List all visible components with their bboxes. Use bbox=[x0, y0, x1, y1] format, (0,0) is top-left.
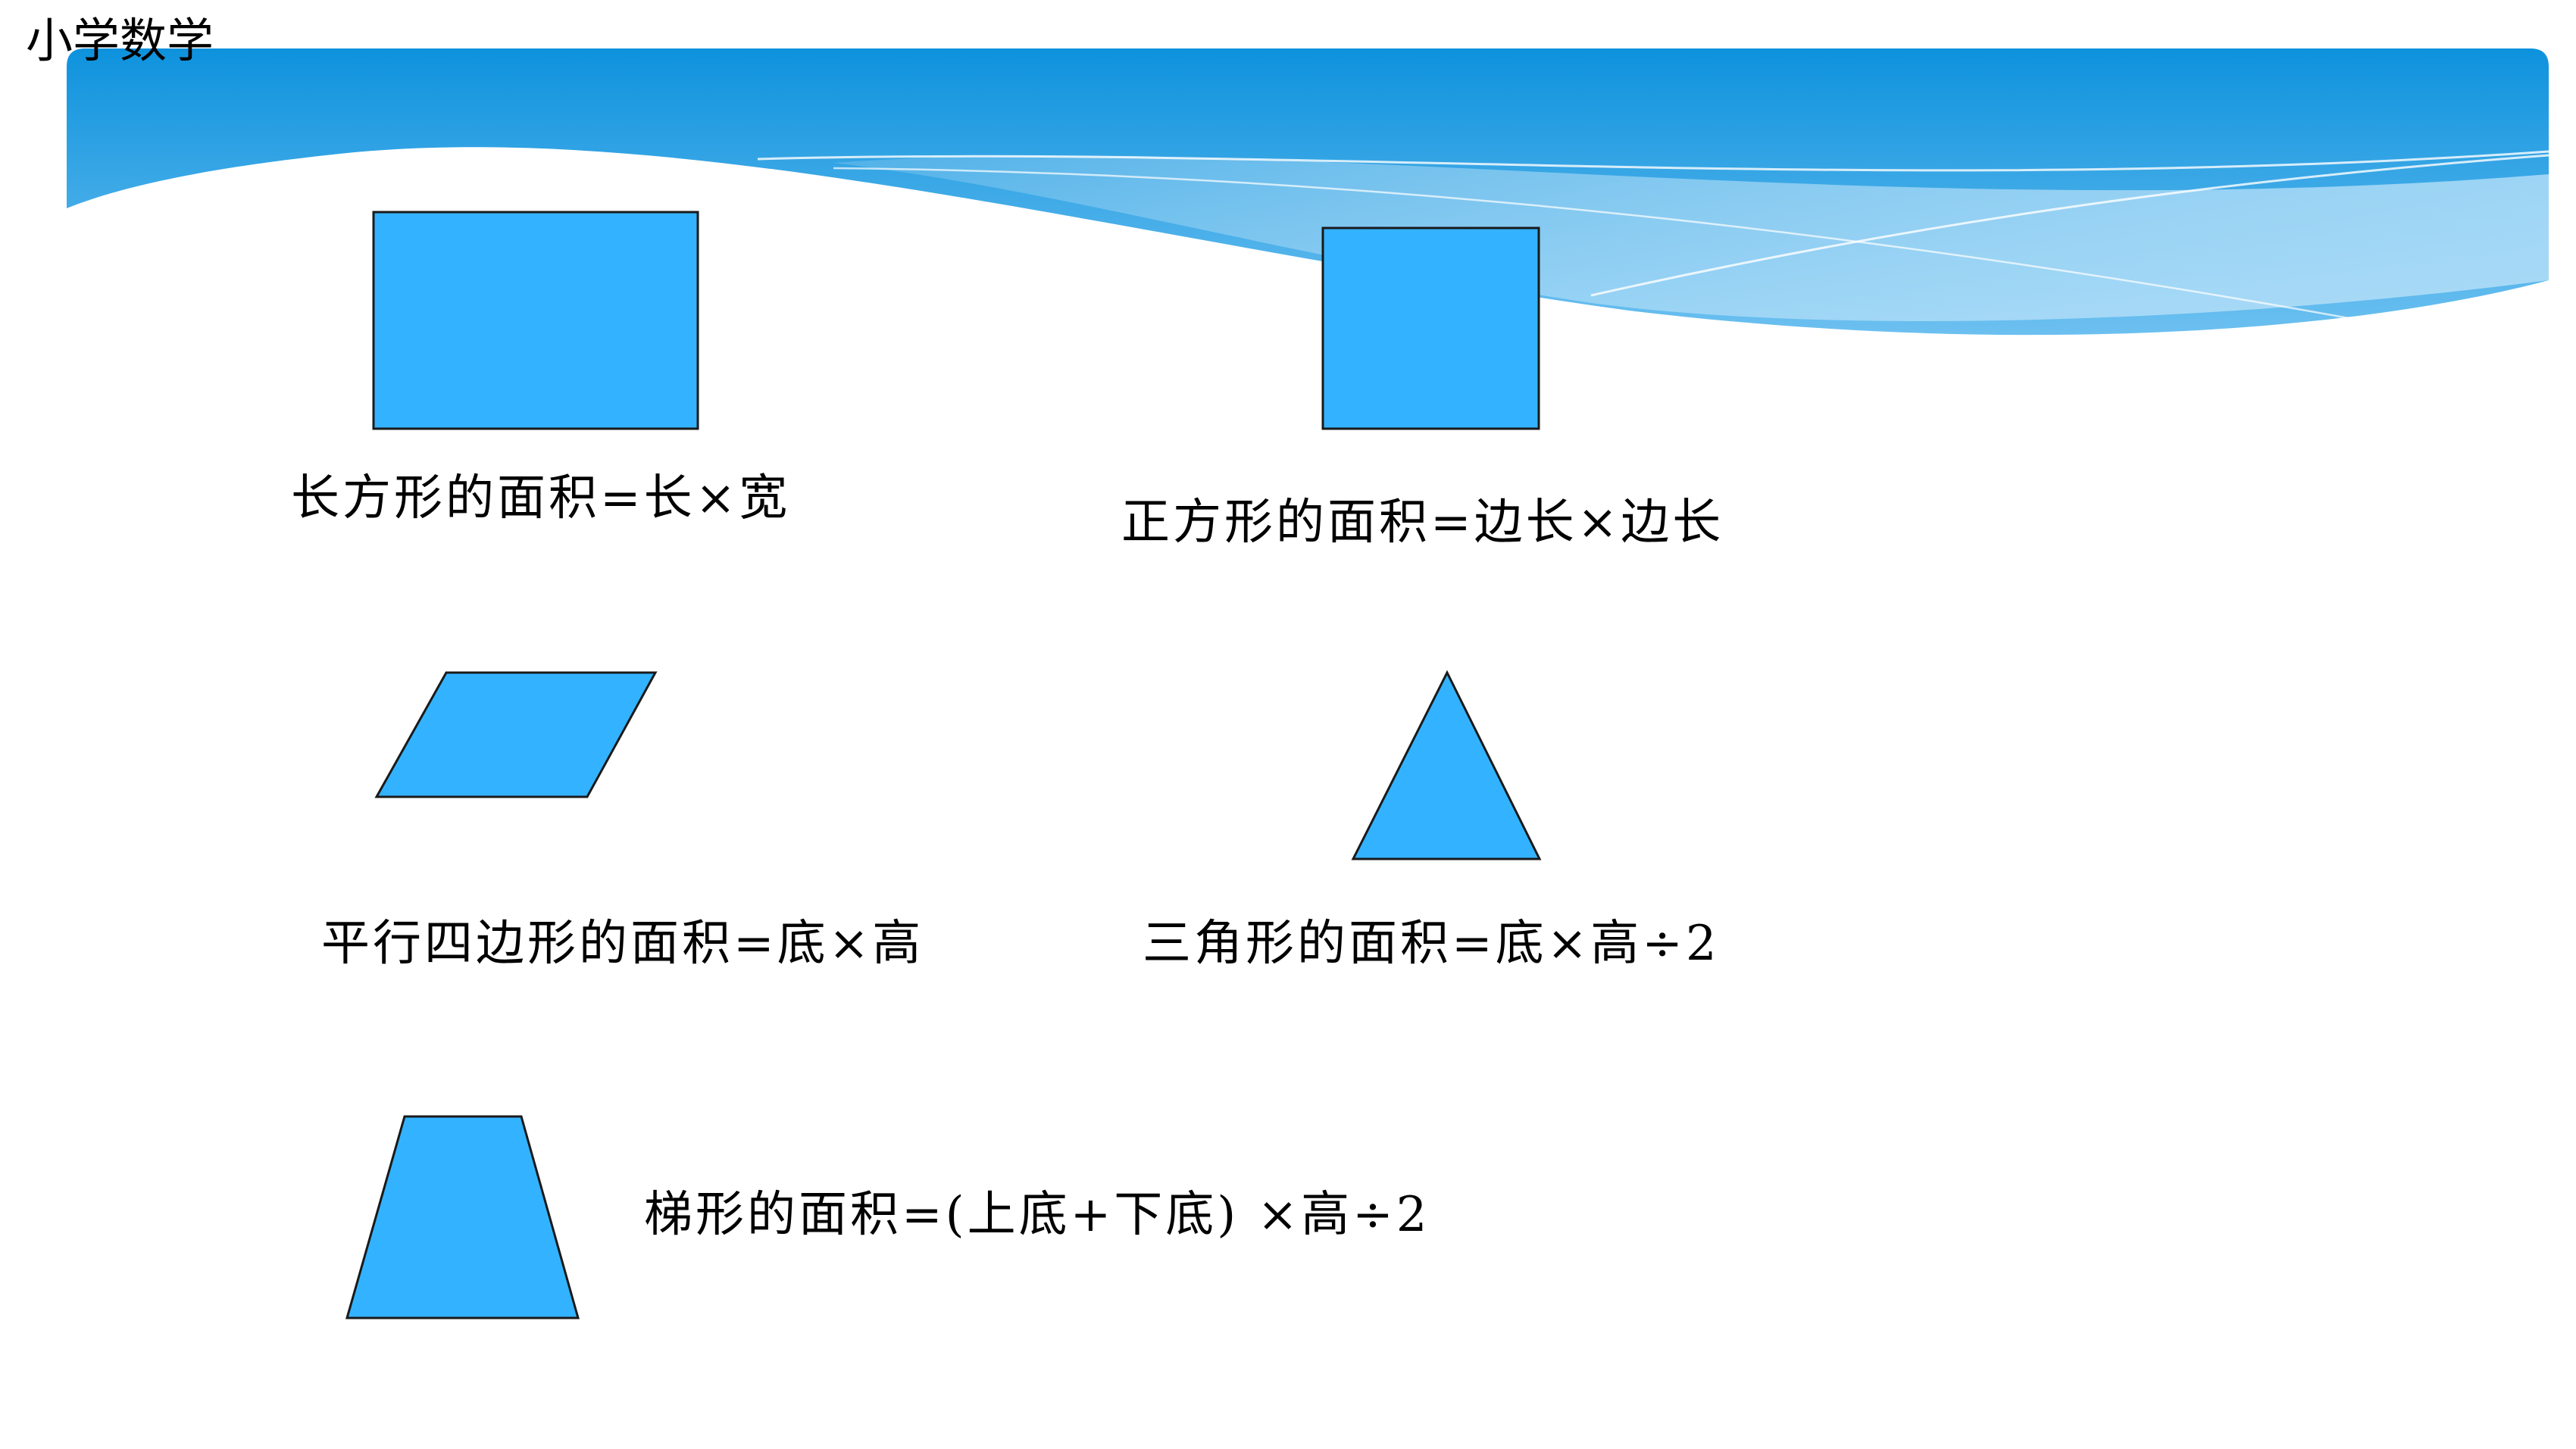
parallelogram-shape bbox=[374, 671, 658, 798]
parallelogram-area-formula: 平行四边形的面积=底×高 bbox=[321, 916, 924, 972]
trapezoid-shape bbox=[345, 1115, 580, 1319]
header-wave-banner bbox=[67, 48, 2549, 336]
square-area-formula: 正方形的面积=边长×边长 bbox=[1121, 495, 1724, 551]
rectangle-area-formula: 长方形的面积=长×宽 bbox=[291, 470, 791, 526]
triangle-area-formula: 三角形的面积=底×高÷2 bbox=[1143, 916, 1720, 972]
square-shape bbox=[1321, 226, 1540, 430]
rectangle-shape bbox=[372, 211, 699, 430]
triangle-shape bbox=[1351, 670, 1542, 860]
trapezoid-area-formula: 梯形的面积=(上底+下底) ×高÷2 bbox=[644, 1187, 1430, 1243]
corner-subject-label: 小学数学 bbox=[26, 13, 214, 68]
